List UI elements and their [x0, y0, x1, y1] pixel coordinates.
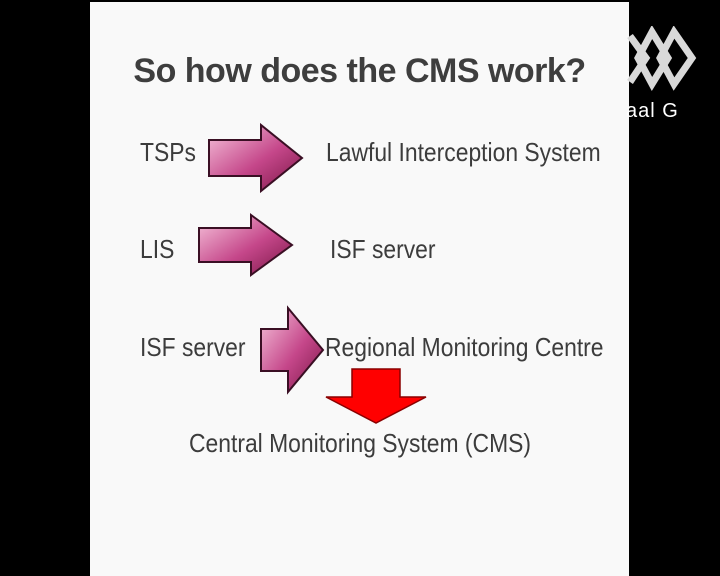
label-regional-monitoring-centre: Regional Monitoring Centre	[325, 332, 604, 362]
watermark-text: aal G	[626, 100, 679, 122]
label-lis: LIS	[140, 234, 175, 264]
label-tsps: TSPs	[140, 137, 196, 167]
label-central-monitoring-system: Central Monitoring System (CMS)	[189, 428, 532, 458]
pink-right-arrow-icon	[260, 305, 325, 395]
slide-title: So how does the CMS work?	[133, 52, 586, 90]
pink-right-arrow-icon	[198, 213, 294, 277]
label-isf-server: ISF server	[330, 234, 436, 264]
label-isf-server-left: ISF server	[140, 332, 246, 362]
pink-right-arrow-icon	[208, 122, 304, 194]
slide: So how does the CMS work? TSPs Lawful In…	[90, 2, 629, 576]
channel-logo-icon	[627, 26, 697, 92]
label-lawful-interception-system: Lawful Interception System	[326, 137, 601, 167]
red-down-arrow-icon	[325, 368, 427, 424]
